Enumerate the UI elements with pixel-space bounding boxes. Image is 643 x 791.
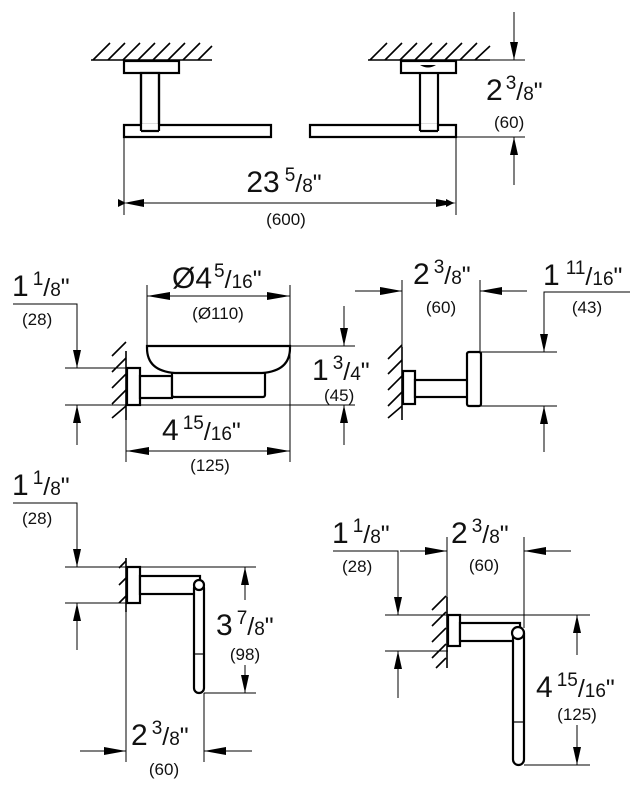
- soap-dish-diameter-mm: (Ø110): [192, 304, 244, 323]
- wall-hatch-icon: [368, 42, 491, 61]
- paper-holder-joint: [192, 578, 206, 592]
- towel-holder-rod: [511, 626, 526, 767]
- robe-hook-arm: [413, 378, 472, 399]
- paper-holder-rod: [192, 581, 206, 695]
- towel-bar-width-mm: (600): [266, 210, 306, 229]
- towel-holder-plate-height-mm: (28): [342, 557, 372, 576]
- robe-hook-projection-mm: (60): [426, 298, 456, 317]
- towel-bar-depth-mm: (60): [494, 113, 524, 132]
- towel-holder-projection-mm: (60): [469, 556, 499, 575]
- paper-holder-plate-height-mm: (28): [22, 509, 52, 528]
- robe-hook-head: [465, 350, 483, 408]
- paper-holder-wall-plate: [125, 565, 142, 605]
- robe-hook-height-mm: (43): [572, 298, 602, 317]
- towel-holder-arm-length-mm: (125): [557, 705, 597, 724]
- soap-dish-wall-plate: [125, 366, 142, 407]
- paper-holder-arm: [138, 574, 202, 596]
- towel-holder-joint: [510, 625, 526, 641]
- wall-hatch-icon: [91, 42, 213, 61]
- soap-dish-bowl: [145, 344, 292, 375]
- soap-dish-height-mm: (45): [324, 386, 354, 405]
- robe-hook-wall-plate: [401, 369, 417, 406]
- set-screw-icon: [420, 65, 436, 68]
- paper-holder-projection-mm: (60): [149, 760, 179, 779]
- left-post: [139, 71, 161, 133]
- soap-dish-holder: [170, 369, 267, 399]
- paper-holder-arm-length-mm: (98): [230, 645, 260, 664]
- bar-left-section: [122, 123, 273, 139]
- soap-dish-arm: [138, 374, 174, 400]
- left-wall-plate: [122, 59, 181, 75]
- soap-dish-projection-mm: (125): [190, 456, 230, 475]
- towel-holder-wall-plate: [446, 613, 462, 648]
- soap-dish-plate-height-mm: (28): [22, 310, 52, 329]
